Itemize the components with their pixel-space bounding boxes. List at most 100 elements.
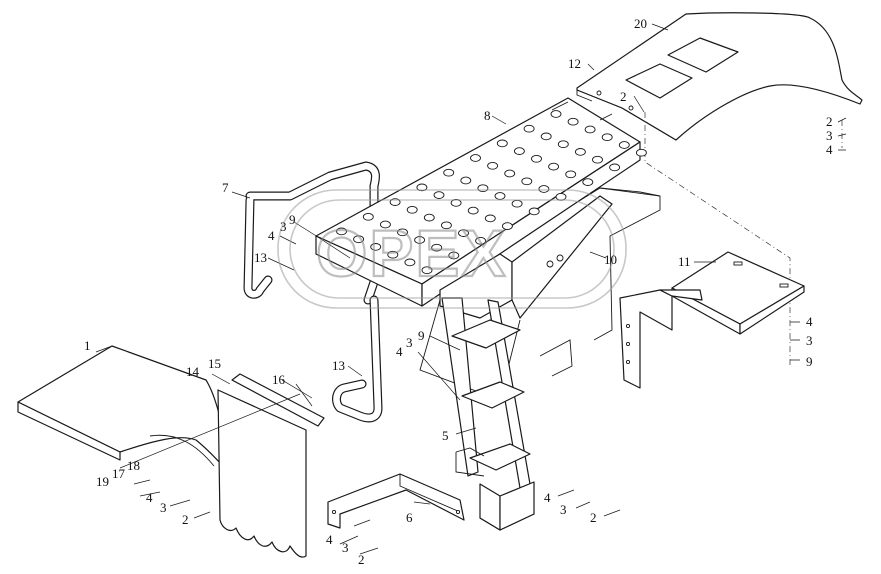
perforation-hole	[574, 148, 586, 156]
callout-2: 2	[358, 552, 365, 567]
callout-18: 18	[127, 458, 140, 473]
callout-13: 13	[332, 358, 345, 373]
lower-bracket	[327, 473, 465, 529]
perforation-hole	[353, 235, 365, 244]
perforation-hole	[397, 228, 408, 237]
perforation-hole	[582, 178, 594, 186]
handrail-upper	[243, 161, 380, 305]
perforation-hole	[458, 229, 469, 237]
callout-15: 15	[208, 356, 221, 371]
callout-6: 6	[406, 510, 413, 525]
callout-3: 3	[806, 333, 813, 348]
handrail-lower	[332, 295, 383, 423]
callout-3: 3	[560, 502, 567, 517]
perforation-hole	[609, 163, 621, 172]
perforation-hole	[475, 236, 487, 245]
callout-2: 2	[620, 89, 627, 104]
perforation-hole	[557, 140, 569, 149]
perforation-hole	[484, 214, 496, 223]
callout-20: 20	[634, 16, 647, 31]
perforation-hole	[550, 110, 562, 118]
callout-4: 4	[268, 228, 275, 243]
perforation-hole	[513, 147, 525, 155]
perforation-hole	[448, 251, 460, 260]
leader-lines	[95, 23, 847, 555]
callout-2: 2	[826, 114, 833, 129]
perforation-hole	[379, 220, 391, 229]
callout-3: 3	[280, 219, 287, 234]
callout-12: 12	[568, 56, 581, 71]
callout-13: 13	[254, 250, 267, 265]
callout-4: 4	[326, 532, 333, 547]
fender-top-right	[576, 12, 863, 141]
callout-17: 17	[112, 466, 126, 481]
perforation-hole	[370, 243, 382, 251]
callout-9: 9	[806, 354, 813, 369]
perforation-hole	[531, 154, 542, 163]
perforation-hole	[362, 212, 374, 221]
callout-4: 4	[826, 142, 833, 157]
perforation-hole	[511, 199, 523, 208]
watermark-text: OPEX	[316, 216, 507, 290]
perforation-hole	[592, 155, 603, 164]
perforation-hole	[431, 243, 443, 252]
step-platform-right	[619, 251, 805, 389]
perforation-hole	[494, 192, 506, 200]
callout-16: 16	[272, 372, 286, 387]
callout-3: 3	[406, 335, 413, 350]
perforation-hole	[336, 227, 347, 236]
callout-2: 2	[182, 512, 189, 527]
callout-9: 9	[418, 328, 425, 343]
perforation-hole	[565, 170, 577, 179]
perforation-hole	[540, 132, 552, 141]
callout-3: 3	[342, 540, 349, 555]
perforation-hole	[635, 148, 647, 157]
perforation-hole	[433, 191, 445, 199]
perforation-hole	[443, 168, 455, 177]
callout-14: 14	[186, 364, 200, 379]
mud-flap	[217, 373, 325, 558]
perforation-hole	[467, 206, 479, 215]
perforation-hole	[523, 124, 535, 133]
perforation-hole	[601, 133, 613, 142]
watermark: OPEX	[277, 189, 627, 309]
callout-19: 19	[96, 474, 109, 489]
perforation-hole	[548, 162, 560, 171]
perforation-hole	[504, 169, 516, 178]
callout-11: 11	[678, 254, 691, 269]
callout-8: 8	[484, 108, 491, 123]
callout-4: 4	[806, 314, 813, 329]
callout-4: 4	[146, 490, 153, 505]
perforation-hole	[423, 213, 435, 222]
perforation-hole	[460, 176, 472, 185]
callout-1: 1	[84, 338, 91, 353]
perforation-hole	[406, 205, 418, 214]
perforation-hole	[538, 185, 550, 193]
callout-7: 7	[222, 180, 229, 195]
perforation-hole	[487, 161, 499, 170]
callout-4: 4	[396, 344, 403, 359]
ladder	[441, 297, 535, 531]
callout-9: 9	[289, 212, 296, 227]
perforation-hole	[528, 207, 540, 216]
perforation-hole	[555, 192, 567, 201]
callout-labels: 1 2 2 3 4 20 12 8 7 9 3 4 13 10 11 4 3 9…	[84, 16, 833, 567]
callout-5: 5	[442, 428, 449, 443]
perforation-hole	[470, 154, 481, 162]
perforation-hole	[440, 221, 452, 230]
perforation-hole	[414, 236, 426, 244]
callout-4: 4	[544, 490, 551, 505]
perforation-hole	[421, 266, 433, 275]
callout-2: 2	[590, 510, 597, 525]
perforation-hole	[521, 177, 533, 186]
perforation-hole	[501, 222, 513, 230]
perforation-hole	[387, 250, 399, 259]
callout-3: 3	[160, 500, 167, 515]
perforation-hole	[584, 125, 596, 134]
perforation-hole	[618, 141, 630, 149]
perforation-hole	[404, 258, 416, 267]
perforation-hole	[496, 139, 508, 148]
perforation-hole	[567, 117, 579, 126]
callout-3: 3	[826, 128, 833, 143]
